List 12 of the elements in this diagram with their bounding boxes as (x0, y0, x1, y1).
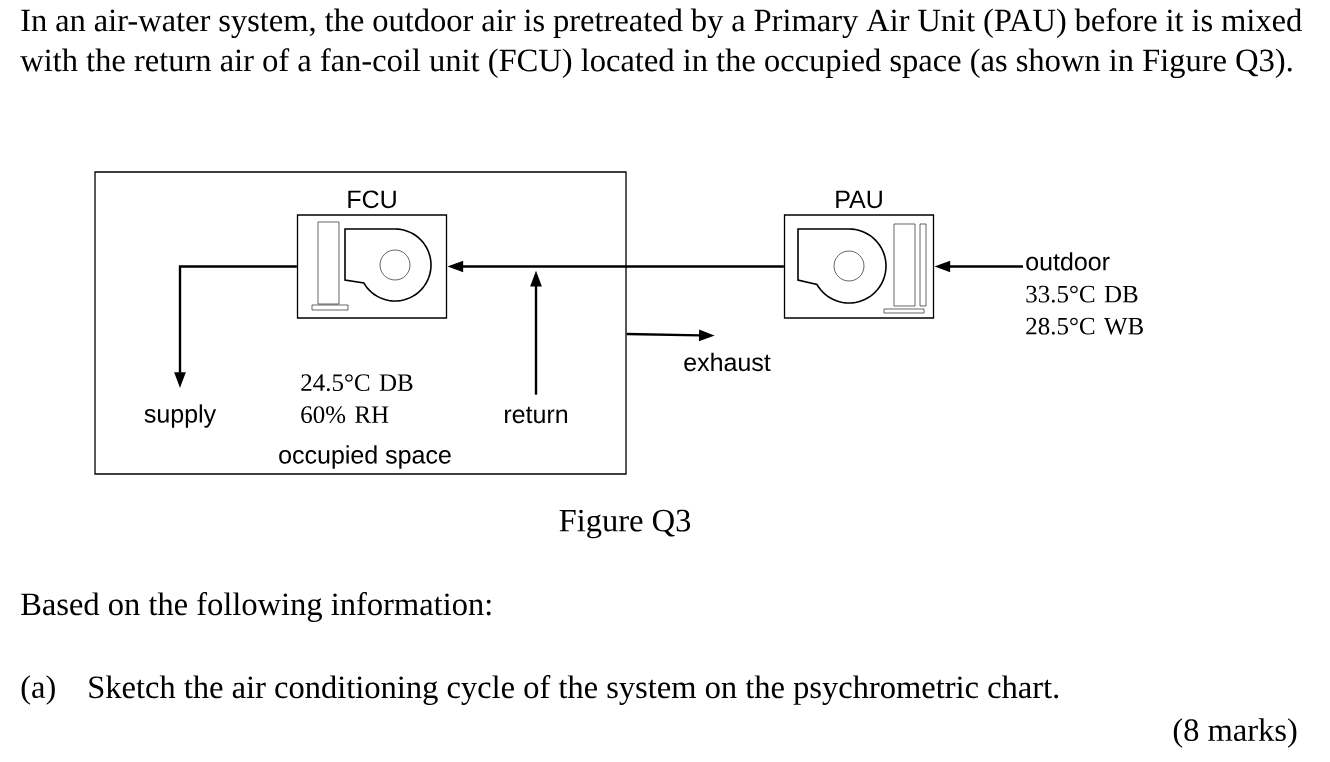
outdoor-label: outdoor 33.5°C DB 28.5°C WB (1026, 252, 1143, 335)
marks-text: (8 marks) (1173, 718, 1297, 748)
supply-label: supply (144, 404, 217, 428)
return-label: return (505, 406, 568, 424)
instruction-text: Based on the following information: (21, 592, 491, 622)
paragraph: In an air-water system, the outdoor air is pretreated by a Primary Air Unit (PAU) before it is mixed with the return air of a fan-coil unit (FCU) located in the occupied space (as shown in Figure Q3). (20, 8, 1302, 79)
question-text: Sketch the air conditioning cycle of the system on the psychrometric chart. (89, 675, 1059, 705)
fan-coil-unit: FCU (296, 190, 448, 319)
item-letter: (a) (21, 675, 55, 705)
figure-caption: Figure Q3 (559, 509, 691, 539)
exhaust-label: exhaust (684, 352, 771, 372)
primary-air-unit: PAU (783, 190, 935, 319)
